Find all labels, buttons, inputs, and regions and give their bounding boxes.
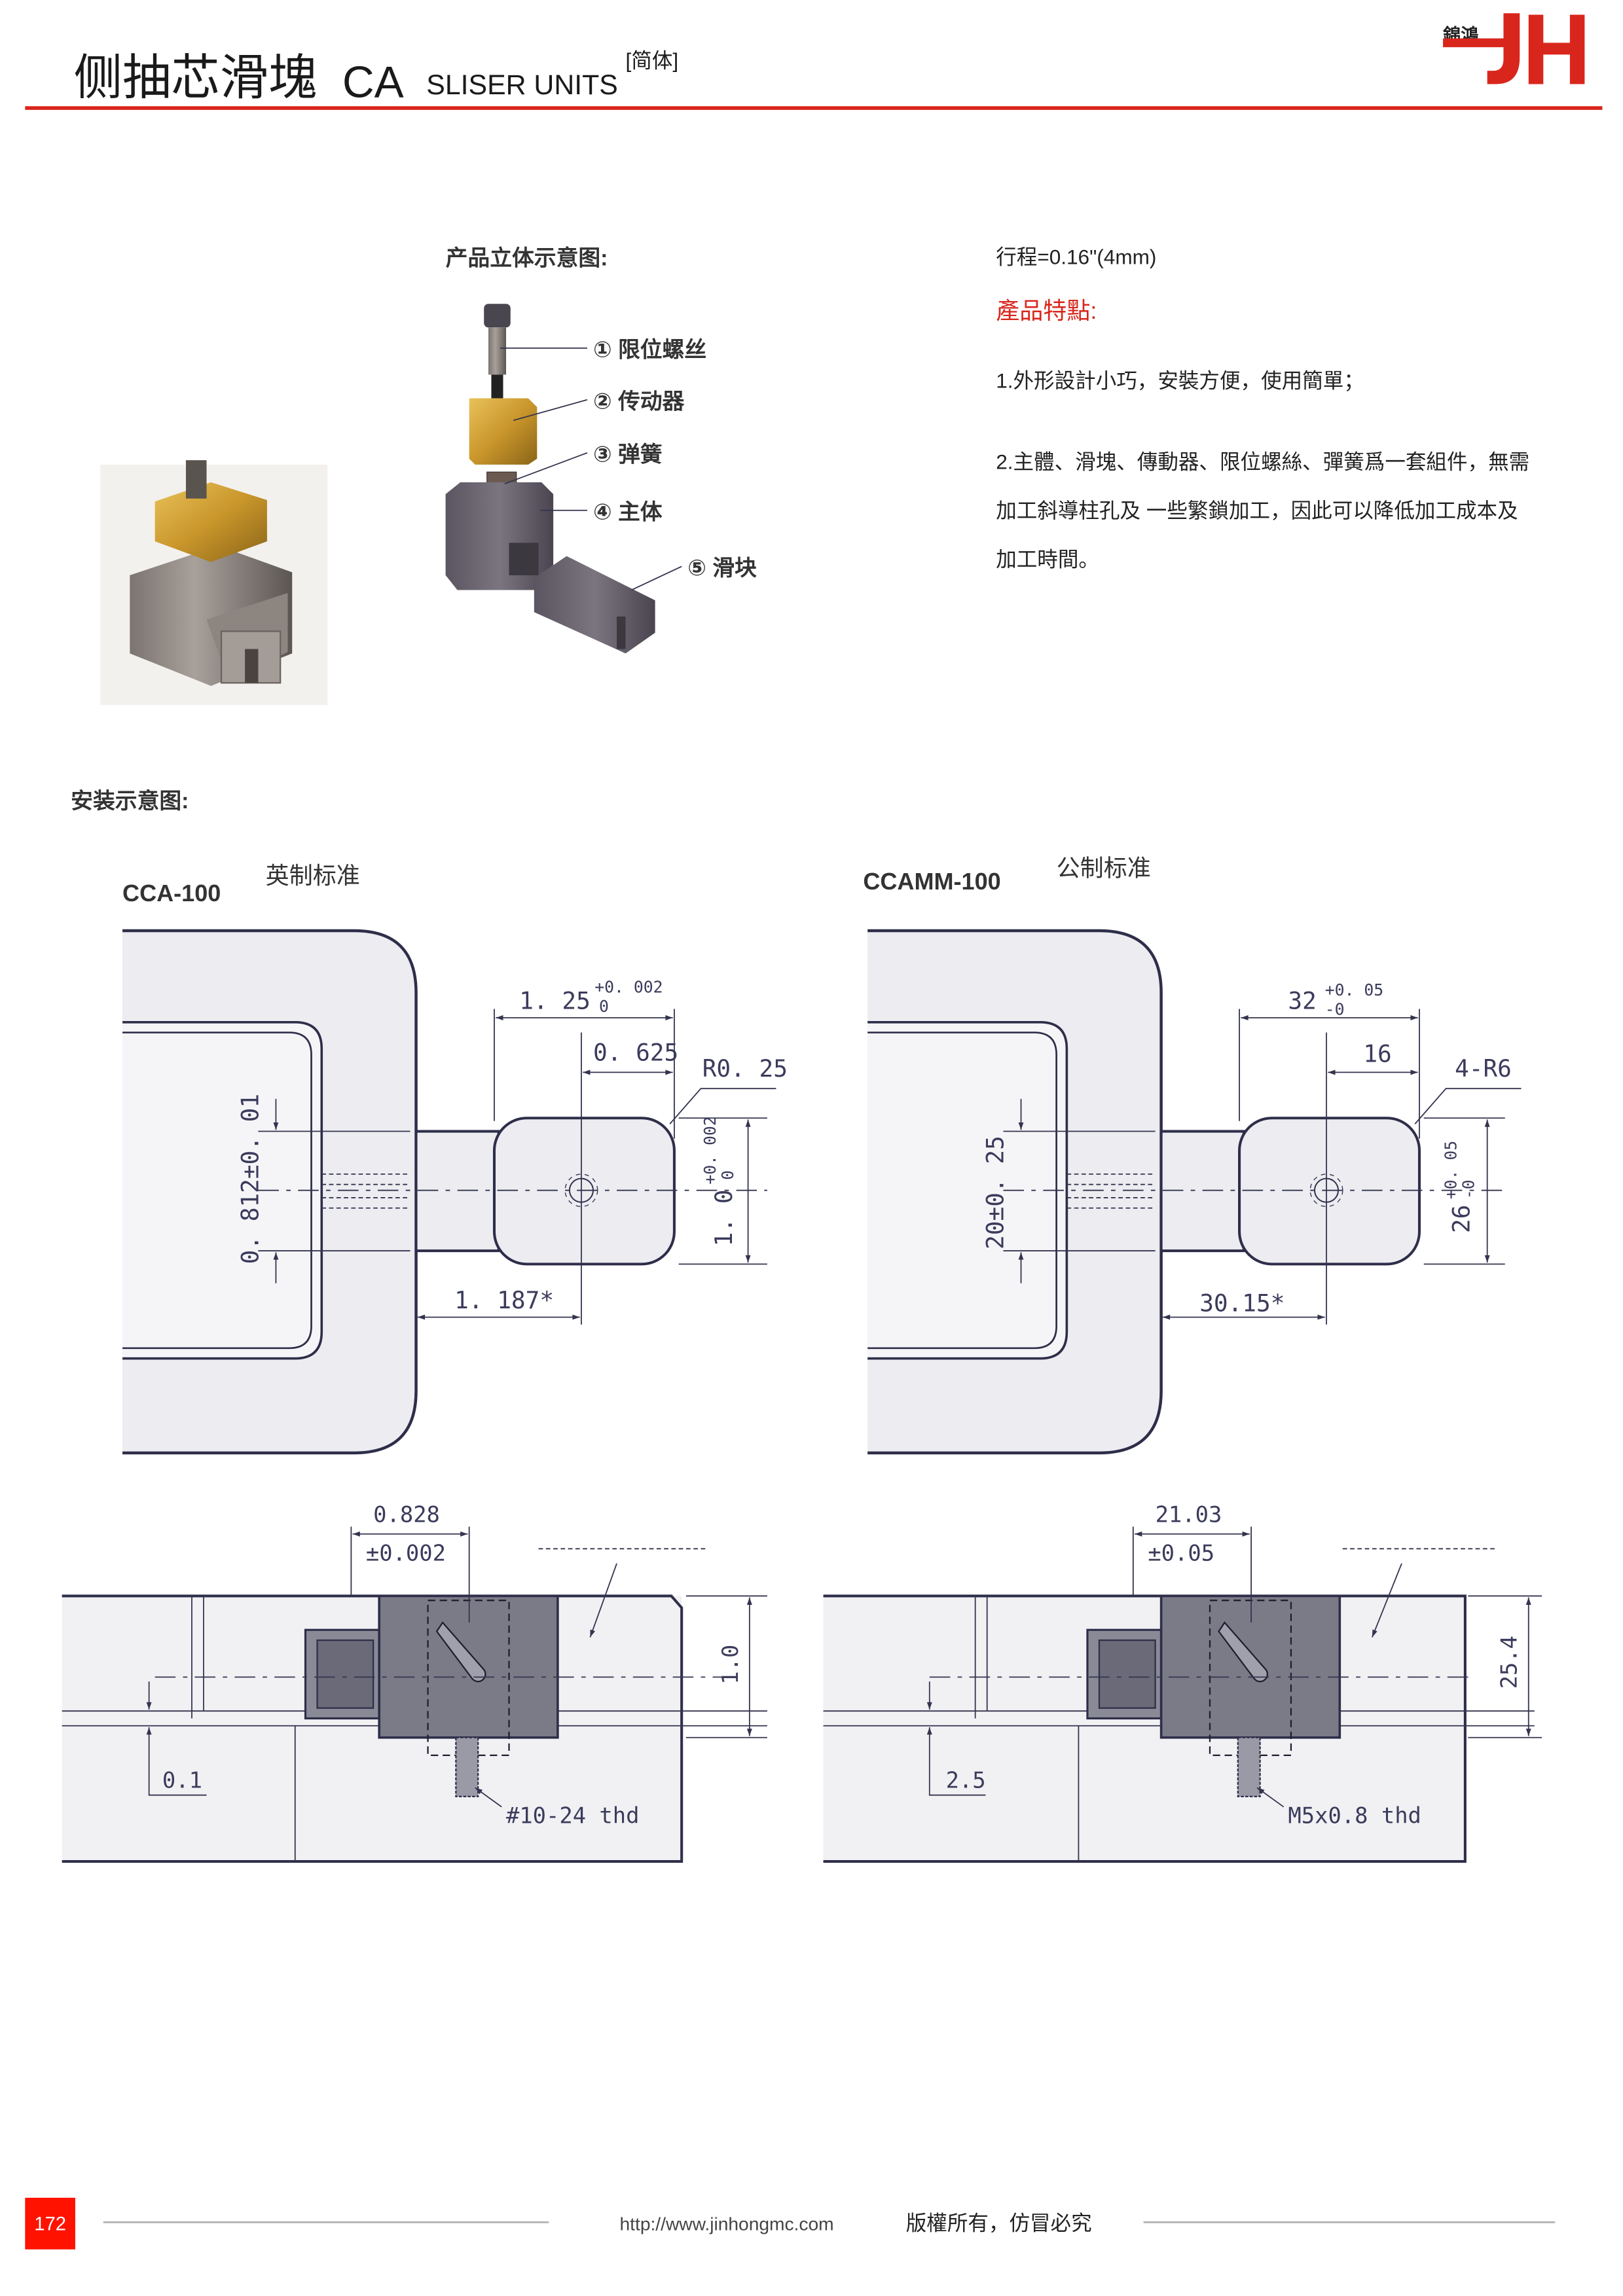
metric-height-tol-upper: +0. 05 bbox=[1441, 1141, 1460, 1199]
limit-screw-part bbox=[484, 304, 511, 399]
metric-side-tolerance: ±0.05 bbox=[1148, 1540, 1214, 1566]
imperial-side-drawing: 0.828 ±0.002 1.0 0.1 #10-24 thd bbox=[62, 1502, 767, 1863]
stroke-spec: 行程=0.16"(4mm) bbox=[996, 245, 1156, 268]
footer-rule-left bbox=[103, 2221, 549, 2223]
metric-thread-spec: M5x0.8 thd bbox=[1288, 1803, 1421, 1828]
logo-h-mark bbox=[1528, 14, 1585, 84]
metric-width-dim: 32 bbox=[1288, 987, 1316, 1014]
brand-logo: 錦鴻 bbox=[1443, 13, 1585, 84]
features-panel: 行程=0.16"(4mm) 產品特點: 1.外形設計小巧，安裝方便，使用簡單； … bbox=[996, 245, 1529, 571]
footer-rule-right bbox=[1143, 2221, 1556, 2223]
imperial-thread-spec: #10-24 thd bbox=[506, 1803, 639, 1828]
imperial-model: CCA-100 bbox=[122, 880, 221, 906]
main-body-part bbox=[445, 482, 554, 590]
imperial-stem-dim: 0. 812±0. 01 bbox=[236, 1094, 264, 1264]
feature-item-1: 1.外形設計小巧，安裝方便，使用簡單； bbox=[996, 369, 1364, 393]
page-title-code: CA bbox=[342, 58, 404, 107]
imperial-width-tol-upper: +0. 002 bbox=[594, 978, 663, 997]
header-divider bbox=[25, 106, 1603, 110]
page-number: 172 bbox=[34, 2213, 66, 2234]
metric-height-dim: 26 bbox=[1448, 1205, 1476, 1233]
metric-side-position-dim: 21.03 bbox=[1156, 1502, 1222, 1528]
imperial-height-tol-upper: +0. 002 bbox=[701, 1116, 720, 1184]
footer-url[interactable]: http://www.jinhongmc.com bbox=[620, 2213, 834, 2234]
exploded-view-heading: 产品立体示意图: bbox=[446, 246, 608, 271]
metric-half-width-dim: 16 bbox=[1363, 1041, 1391, 1068]
imperial-offset-dim: 1. 187* bbox=[454, 1287, 554, 1314]
metric-side-drawing: 21.03 ±0.05 25.4 2.5 M5x0.8 thd bbox=[823, 1502, 1542, 1863]
features-heading: 產品特點: bbox=[996, 297, 1097, 324]
part-label-main-body: ④ 主体 bbox=[593, 499, 663, 524]
page-header: 侧抽芯滑塊 CA SLISER UNITS [简体] 錦鴻 bbox=[25, 13, 1603, 110]
imperial-height-dim: 1. 0 bbox=[710, 1190, 738, 1247]
metric-stem-dim: 20±0. 25 bbox=[981, 1136, 1009, 1249]
page-number-badge bbox=[25, 2197, 75, 2250]
metric-gap-dim: 2.5 bbox=[946, 1767, 986, 1793]
exploded-view: 产品立体示意图: ① 限位螺丝 ② 传动器 bbox=[445, 246, 757, 654]
feature-item-2-line-1: 2.主體、滑塊、傳動器、限位螺絲、彈簧爲一套組件，無需 bbox=[996, 450, 1529, 474]
metric-width-tol-lower: -0 bbox=[1325, 999, 1345, 1018]
metric-side-height-dim: 25.4 bbox=[1497, 1636, 1522, 1689]
metric-model: CCAMM-100 bbox=[863, 868, 1000, 895]
imperial-side-position-dim: 0.828 bbox=[373, 1502, 440, 1528]
part-label-spring: ③ 弹簧 bbox=[593, 441, 663, 467]
variant-label: [简体] bbox=[626, 49, 679, 73]
imperial-width-tol-lower: 0 bbox=[599, 997, 609, 1016]
metric-top-drawing: CCAMM-100 公制标准 bbox=[863, 855, 1522, 1455]
feature-item-2-line-2: 加工斜導柱孔及 一些繁鎖加工，因此可以降低加工成本及 bbox=[996, 499, 1518, 522]
metric-standard: 公制标准 bbox=[1057, 855, 1151, 882]
imperial-width-dim: 1. 25 bbox=[519, 987, 591, 1014]
metric-offset-dim: 30.15* bbox=[1199, 1289, 1285, 1317]
imperial-top-drawing: CCA-100 英制标准 1. 25 +0. 002 0 bbox=[122, 862, 788, 1455]
slider-part bbox=[534, 556, 655, 654]
part-label-limit-screw: ① 限位螺丝 bbox=[593, 337, 706, 362]
part-label-slider: ⑤ 滑块 bbox=[687, 556, 757, 581]
logo-j-mark bbox=[1443, 13, 1520, 84]
install-heading: 安装示意图: bbox=[71, 789, 189, 814]
imperial-radius-dim: R0. 25 bbox=[702, 1055, 788, 1083]
feature-item-2-line-3: 加工時間。 bbox=[996, 547, 1099, 571]
imperial-half-width-dim: 0. 625 bbox=[593, 1039, 678, 1066]
imperial-height-tol-lower: 0 bbox=[718, 1170, 737, 1180]
page-footer: 172 http://www.jinhongmc.com 版權所有，仿冒必究 bbox=[25, 2197, 1556, 2250]
product-photo bbox=[100, 460, 328, 706]
footer-copyright: 版權所有，仿冒必究 bbox=[906, 2211, 1092, 2234]
imperial-side-tolerance: ±0.002 bbox=[366, 1540, 446, 1566]
part-label-actuator: ② 传动器 bbox=[593, 389, 685, 414]
metric-radius-dim: 4-R6 bbox=[1455, 1055, 1512, 1083]
imperial-side-height-dim: 1.0 bbox=[718, 1645, 743, 1685]
page-title: 侧抽芯滑塊 bbox=[74, 50, 318, 105]
imperial-gap-dim: 0.1 bbox=[162, 1767, 202, 1793]
page-subtitle: SLISER UNITS bbox=[426, 69, 618, 101]
actuator-part bbox=[469, 398, 538, 465]
imperial-standard: 英制标准 bbox=[266, 862, 360, 889]
metric-width-tol-upper: +0. 05 bbox=[1325, 980, 1383, 999]
metric-height-tol-lower: -0 bbox=[1459, 1179, 1478, 1199]
